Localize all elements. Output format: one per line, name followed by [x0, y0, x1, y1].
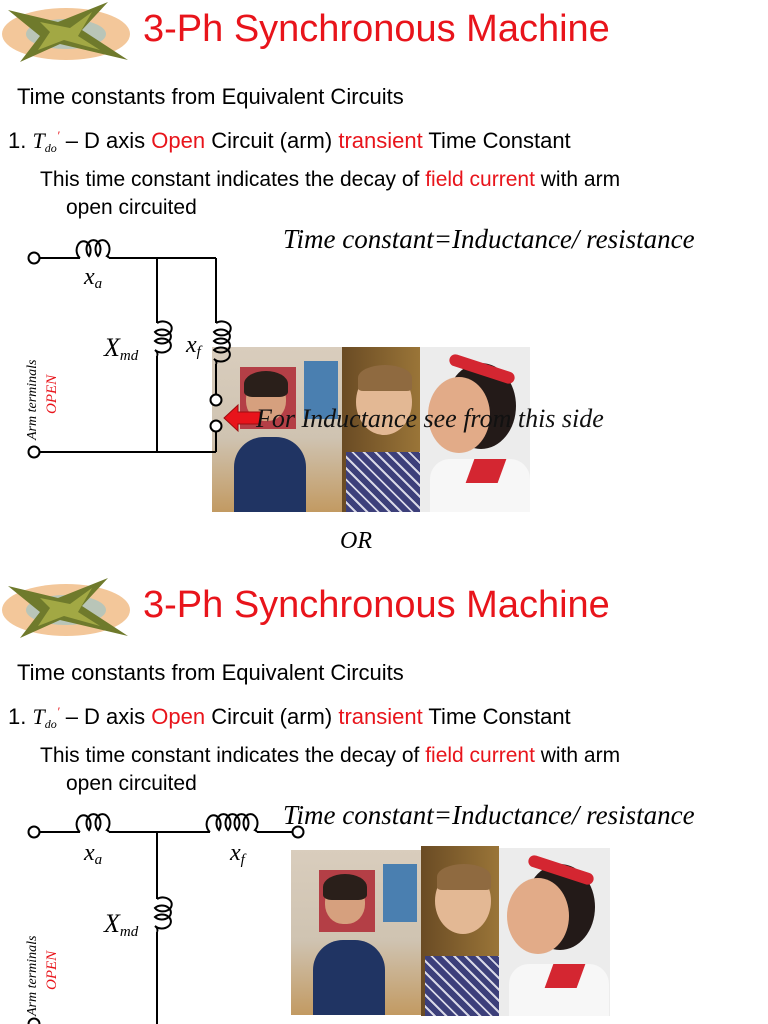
subtitle: Time constants from Equivalent Circuits [17, 660, 404, 685]
xmd-label: Xmd [103, 333, 139, 364]
arm-terminals-label: Arm terminals [25, 935, 40, 1017]
xa-label: xa [83, 264, 102, 292]
subtitle: Time constants from Equivalent Circuits [17, 84, 404, 109]
slide-2: 3-Ph Synchronous Machine Time constants … [0, 576, 768, 1024]
description-line2: open circuited [66, 196, 197, 219]
circuit-1: xa Xmd xf Arm terminals OPEN [25, 239, 232, 459]
logo-icon [2, 2, 130, 62]
open-label: OPEN [44, 950, 60, 990]
slide-title: 3-Ph Synchronous Machine [143, 8, 610, 50]
red-left-arrow-icon [223, 403, 261, 433]
slide-title: 3-Ph Synchronous Machine [143, 584, 610, 626]
arrow-caption: For Inductance see from this side [256, 404, 604, 433]
xmd-label: Xmd [103, 909, 139, 940]
time-constant-heading: 1. Tdo′ – D axis Open Circuit (arm) tran… [8, 128, 571, 155]
photo-girl [420, 347, 530, 512]
circuit-2: xa xf Xmd Arm terminals OPEN [25, 813, 305, 1024]
open-label: OPEN [44, 374, 60, 414]
photo-toddler [342, 347, 420, 512]
photo-boy [212, 347, 342, 512]
logo-icon [2, 578, 130, 638]
xf-label: xf [185, 332, 203, 360]
arm-terminals-label: Arm terminals [25, 359, 40, 441]
photo-boy [291, 850, 421, 1015]
description: This time constant indicates the decay o… [40, 744, 621, 767]
description-line2: open circuited [66, 772, 197, 795]
formula: Time constant=Inductance/ resistance [283, 800, 695, 830]
symbol-t: T [32, 128, 45, 153]
photo-girl [499, 848, 610, 1016]
or-label: OR [340, 528, 372, 554]
xa-label: xa [83, 840, 102, 868]
symbol-t: T [32, 704, 45, 729]
xf-label: xf [229, 840, 247, 868]
slide-1: 3-Ph Synchronous Machine Time constants … [2, 2, 695, 554]
photo-toddler [421, 846, 499, 1016]
description: This time constant indicates the decay o… [40, 168, 621, 191]
formula: Time constant=Inductance/ resistance [283, 224, 695, 254]
time-constant-heading: 1. Tdo′ – D axis Open Circuit (arm) tran… [8, 704, 571, 731]
